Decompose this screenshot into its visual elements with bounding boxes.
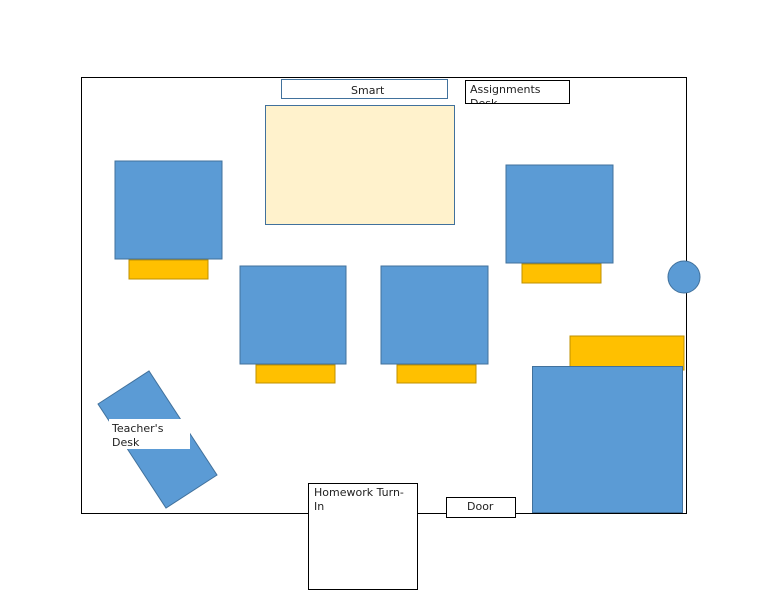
homework-turn-in <box>308 483 418 590</box>
smart-board-label-box <box>281 79 448 99</box>
student-desk <box>505 164 614 264</box>
student-chair <box>128 259 209 280</box>
assignments-label-overflow: Desk <box>470 97 498 110</box>
wall-circle <box>667 260 701 294</box>
door <box>446 497 516 518</box>
homework-label-line2: In <box>314 500 324 513</box>
assignments-label: Assignments <box>470 83 541 96</box>
large-desk-chair <box>569 335 685 371</box>
teachers-desk-label-line1: Teacher's <box>111 422 164 435</box>
teachers-desk-label-line2: Desk <box>112 436 140 449</box>
smart-board <box>265 105 455 225</box>
assignments-label-box <box>465 80 570 104</box>
student-desk <box>380 265 489 365</box>
smart-board-label: Smart <box>351 84 385 97</box>
student-chair <box>396 364 477 384</box>
teachers-desk-label-box <box>109 419 190 449</box>
student-chair <box>255 364 336 384</box>
student-desk <box>114 160 223 260</box>
student-desk <box>239 265 347 365</box>
door-label: Door <box>467 500 494 513</box>
student-chair <box>521 263 602 284</box>
large-desk <box>532 366 683 513</box>
homework-label-line1: Homework Turn- <box>314 486 404 499</box>
